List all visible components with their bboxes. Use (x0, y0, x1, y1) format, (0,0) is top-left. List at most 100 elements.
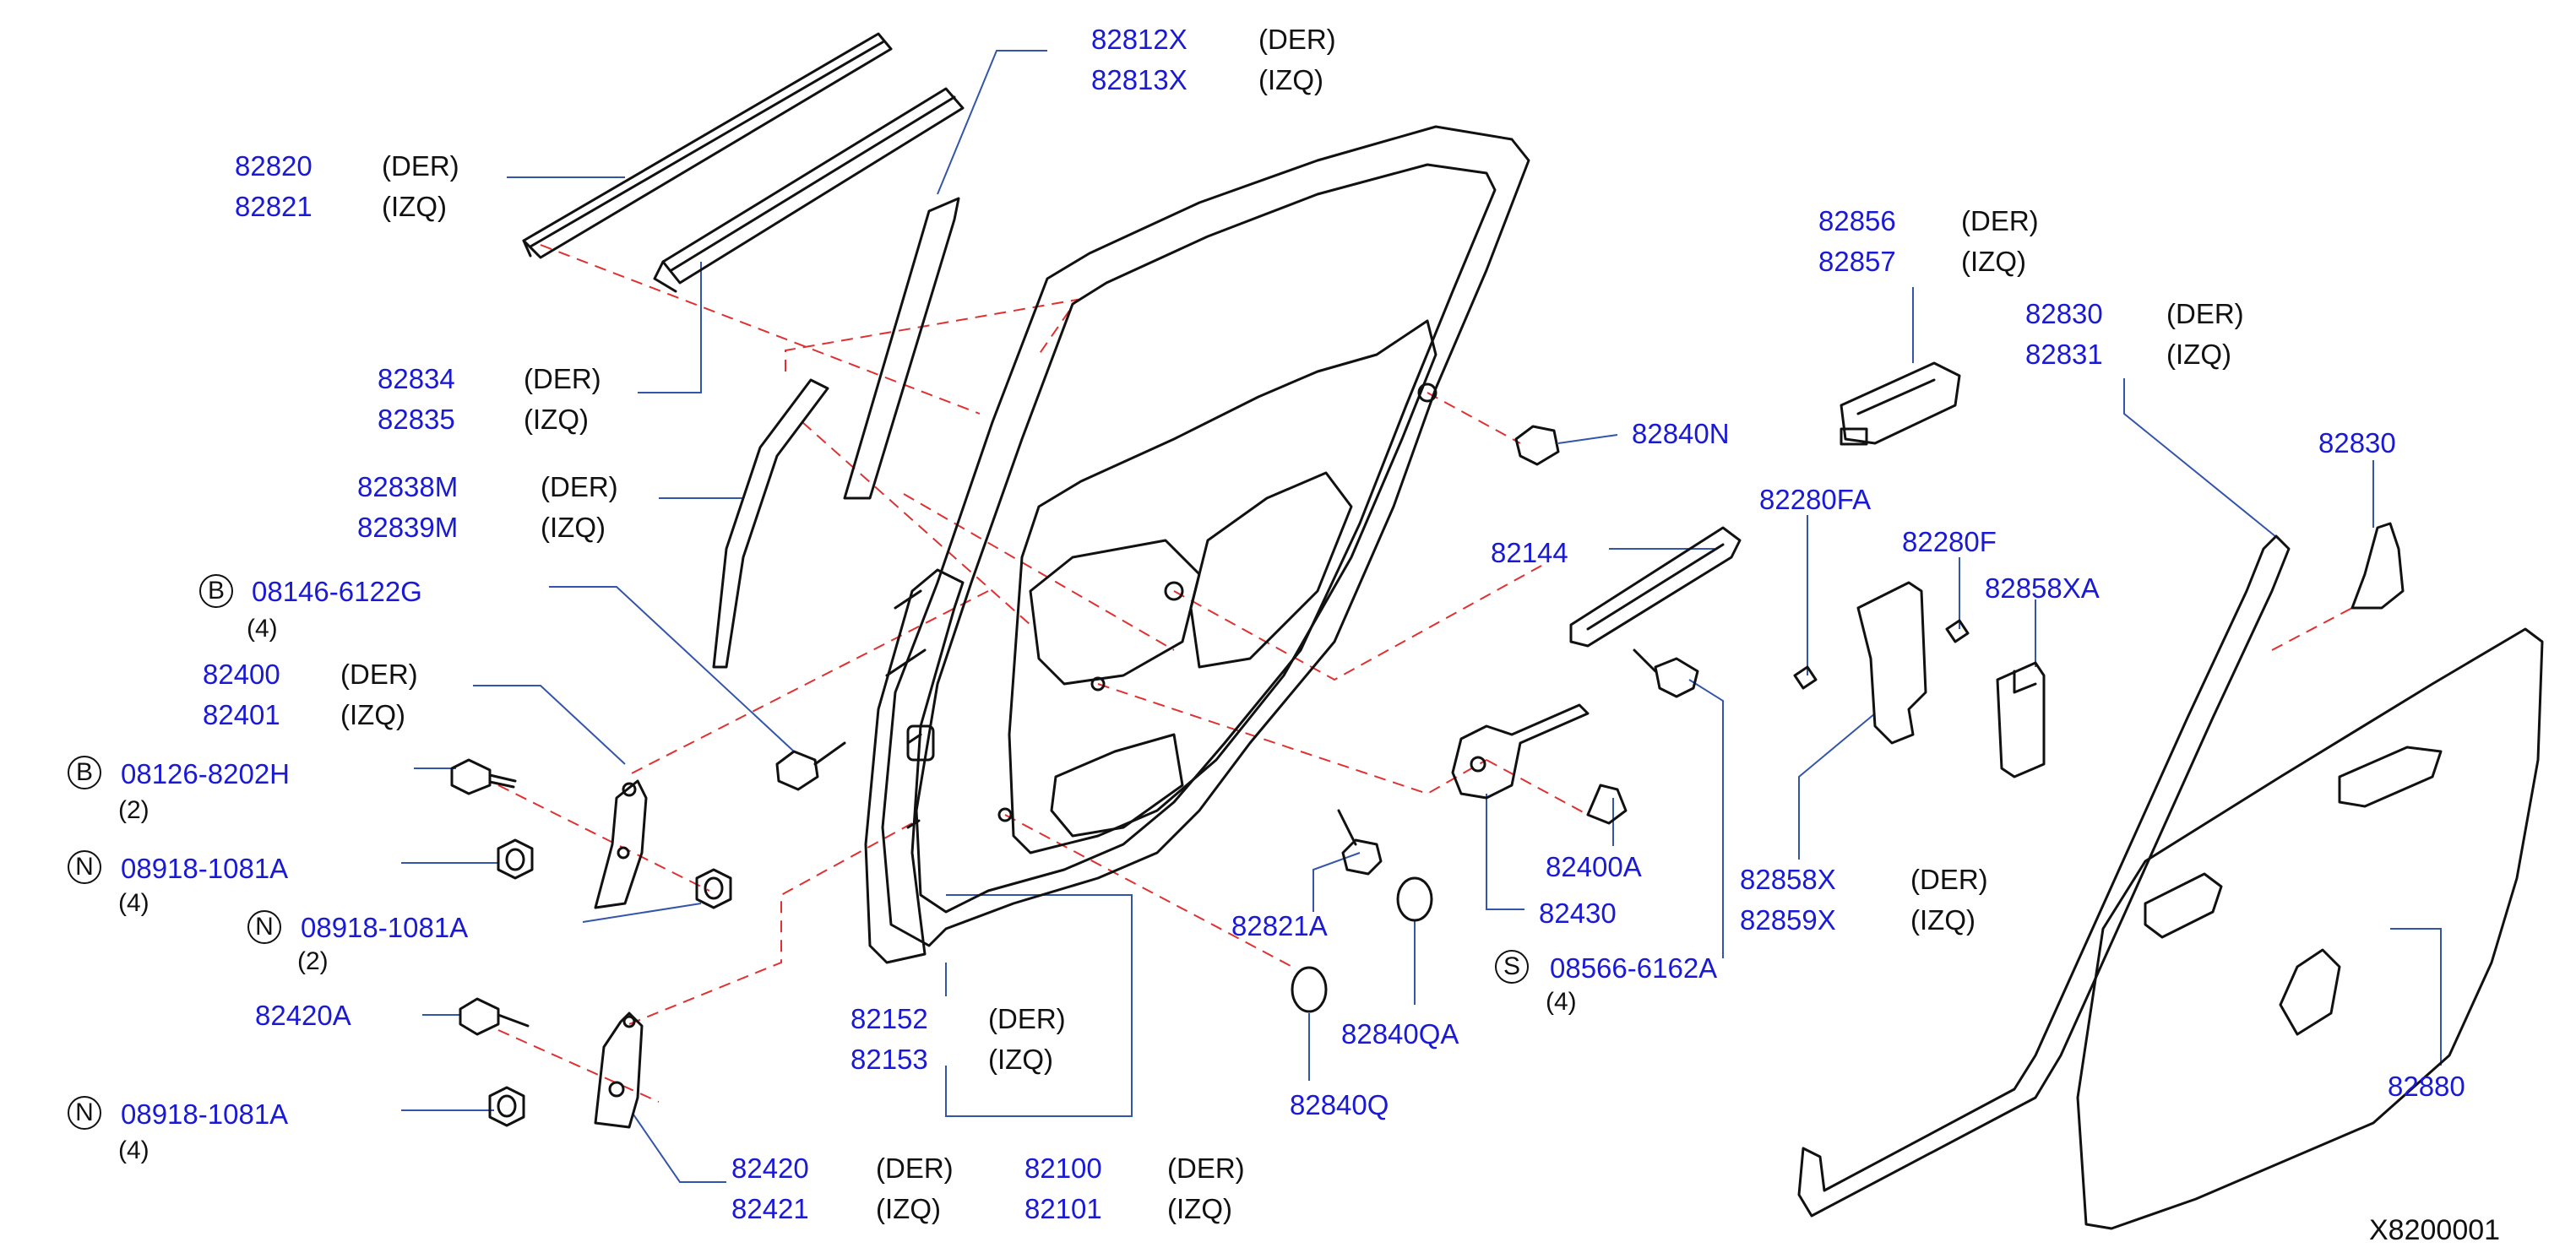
leader-82880 (2390, 928, 2442, 1066)
leader-lines (401, 50, 2442, 1183)
part-number-08566-6162A[interactable]: 08566-6162A (1550, 952, 1718, 984)
leader-82821A (1312, 852, 1361, 912)
door-shell-82100 (864, 125, 1530, 964)
leader-08146 (549, 586, 795, 752)
quantity: (4) (1546, 988, 1577, 1016)
leader-82420 (633, 1114, 726, 1183)
plugs (1291, 425, 1560, 1013)
part-number-82813X[interactable]: 82813X (1091, 64, 1187, 95)
side-der: (DER) (1910, 864, 1988, 895)
part-number-82831[interactable]: 82831 (2025, 339, 2103, 370)
part-number-82835[interactable]: 82835 (378, 404, 455, 435)
part-number-82101[interactable]: 82101 (1024, 1193, 1102, 1224)
side-der: (DER) (1961, 205, 2039, 236)
part-number-82821[interactable]: 82821 (235, 191, 312, 222)
alignment-dashes (497, 244, 2353, 1103)
part-number-82880[interactable]: 82880 (2388, 1071, 2465, 1102)
part-number-82421[interactable]: 82421 (731, 1193, 809, 1224)
pocket-82856 (1840, 361, 1961, 446)
side-izq: (IZQ) (382, 191, 447, 222)
part-number-82153[interactable]: 82153 (851, 1044, 928, 1075)
part-number-82100[interactable]: 82100 (1024, 1153, 1102, 1184)
inner-weatherstrip-82834 (653, 87, 965, 293)
part-number-82420[interactable]: 82420 (731, 1153, 809, 1184)
fastener-badge-n: N (68, 1096, 101, 1130)
hinge-upper-82400 (594, 779, 648, 909)
trim-seal-82830 (1797, 534, 2291, 1218)
check-link-82430 (1451, 703, 1590, 800)
side-der: (DER) (524, 363, 601, 394)
part-number-82830[interactable]: 82830 (2318, 427, 2396, 458)
part-number-82152[interactable]: 82152 (851, 1003, 928, 1034)
part-number-82812X[interactable]: 82812X (1091, 24, 1187, 55)
part-number-08146-6122G[interactable]: 08146-6122G (252, 576, 422, 607)
nuts (488, 838, 732, 1127)
part-number-82820[interactable]: 82820 (235, 150, 312, 182)
fastener-badge-b: B (68, 756, 101, 789)
part-number-08918-1081A[interactable]: 08918-1081A (301, 912, 469, 943)
side-der: (DER) (340, 659, 418, 690)
side-der: (DER) (876, 1153, 954, 1184)
leader-82430 (1486, 794, 1524, 910)
leader-82400 (473, 685, 626, 765)
side-der: (DER) (541, 471, 618, 502)
fastener-badge-b: B (199, 574, 233, 608)
part-drawings (450, 32, 2544, 1230)
bracket-82144 (1569, 526, 1742, 648)
part-number-82834[interactable]: 82834 (378, 363, 455, 394)
part-number-82401[interactable]: 82401 (203, 699, 280, 730)
part-number-82858X[interactable]: 82858X (1740, 864, 1836, 895)
clips (1793, 619, 1970, 690)
part-number-82856[interactable]: 82856 (1818, 205, 1896, 236)
side-izq: (IZQ) (1258, 64, 1323, 95)
side-izq: (IZQ) (988, 1044, 1053, 1075)
quantity: (2) (118, 796, 149, 824)
part-number-08918-1081A[interactable]: 08918-1081A (121, 1098, 289, 1130)
part-number-08126-8202H[interactable]: 08126-8202H (121, 758, 290, 789)
part-number-82400[interactable]: 82400 (203, 659, 280, 690)
leader-82812X (937, 50, 1047, 195)
side-izq: (IZQ) (1167, 1193, 1232, 1224)
quantity: (2) (297, 947, 329, 975)
part-number-82400A[interactable]: 82400A (1546, 851, 1642, 882)
part-number-82840N[interactable]: 82840N (1632, 418, 1730, 449)
side-izq: (IZQ) (541, 512, 606, 543)
quantity: (4) (118, 889, 149, 917)
part-number-82280FA[interactable]: 82280FA (1759, 484, 1872, 515)
trim-clip-82830 (2350, 522, 2405, 610)
hinge-lower-82420 (594, 1012, 644, 1129)
part-number-82420A[interactable]: 82420A (255, 1000, 351, 1031)
leader-08918b (582, 903, 702, 923)
fastener-badge-n: N (247, 910, 281, 944)
leader-82858X (1798, 713, 1876, 860)
leader-08566 (1688, 679, 1724, 958)
part-number-82839M[interactable]: 82839M (357, 512, 459, 543)
leader-82830a (2123, 378, 2281, 541)
diagram-reference-code: X8200001 (2369, 1214, 2501, 1246)
leader-82840N (1557, 434, 1618, 444)
outer-molding-82820 (522, 32, 893, 259)
quantity: (4) (118, 1136, 149, 1164)
part-number-82857[interactable]: 82857 (1818, 246, 1896, 277)
quantity: (4) (247, 615, 278, 643)
side-izq: (IZQ) (1910, 904, 1975, 936)
part-number-82859X[interactable]: 82859X (1740, 904, 1836, 936)
absorber-82858XA (1996, 661, 2046, 778)
side-der: (DER) (2166, 298, 2244, 329)
part-number-82840Q[interactable]: 82840Q (1290, 1089, 1389, 1120)
glass-run-82838M (712, 378, 829, 669)
part-number-82838M[interactable]: 82838M (357, 471, 459, 502)
part-number-82280F[interactable]: 82280F (1902, 526, 1997, 557)
part-number-82840QA[interactable]: 82840QA (1341, 1018, 1459, 1050)
part-number-82430[interactable]: 82430 (1539, 898, 1617, 929)
side-izq: (IZQ) (340, 699, 405, 730)
side-der: (DER) (988, 1003, 1066, 1034)
part-number-82821A[interactable]: 82821A (1231, 910, 1328, 941)
part-number-08918-1081A[interactable]: 08918-1081A (121, 853, 289, 884)
part-number-82858XA[interactable]: 82858XA (1985, 572, 2100, 604)
fastener-badge-n: N (68, 850, 101, 884)
part-number-82830[interactable]: 82830 (2025, 298, 2103, 329)
part-number-82144[interactable]: 82144 (1491, 537, 1568, 568)
sash-trim-82812X (843, 197, 960, 500)
